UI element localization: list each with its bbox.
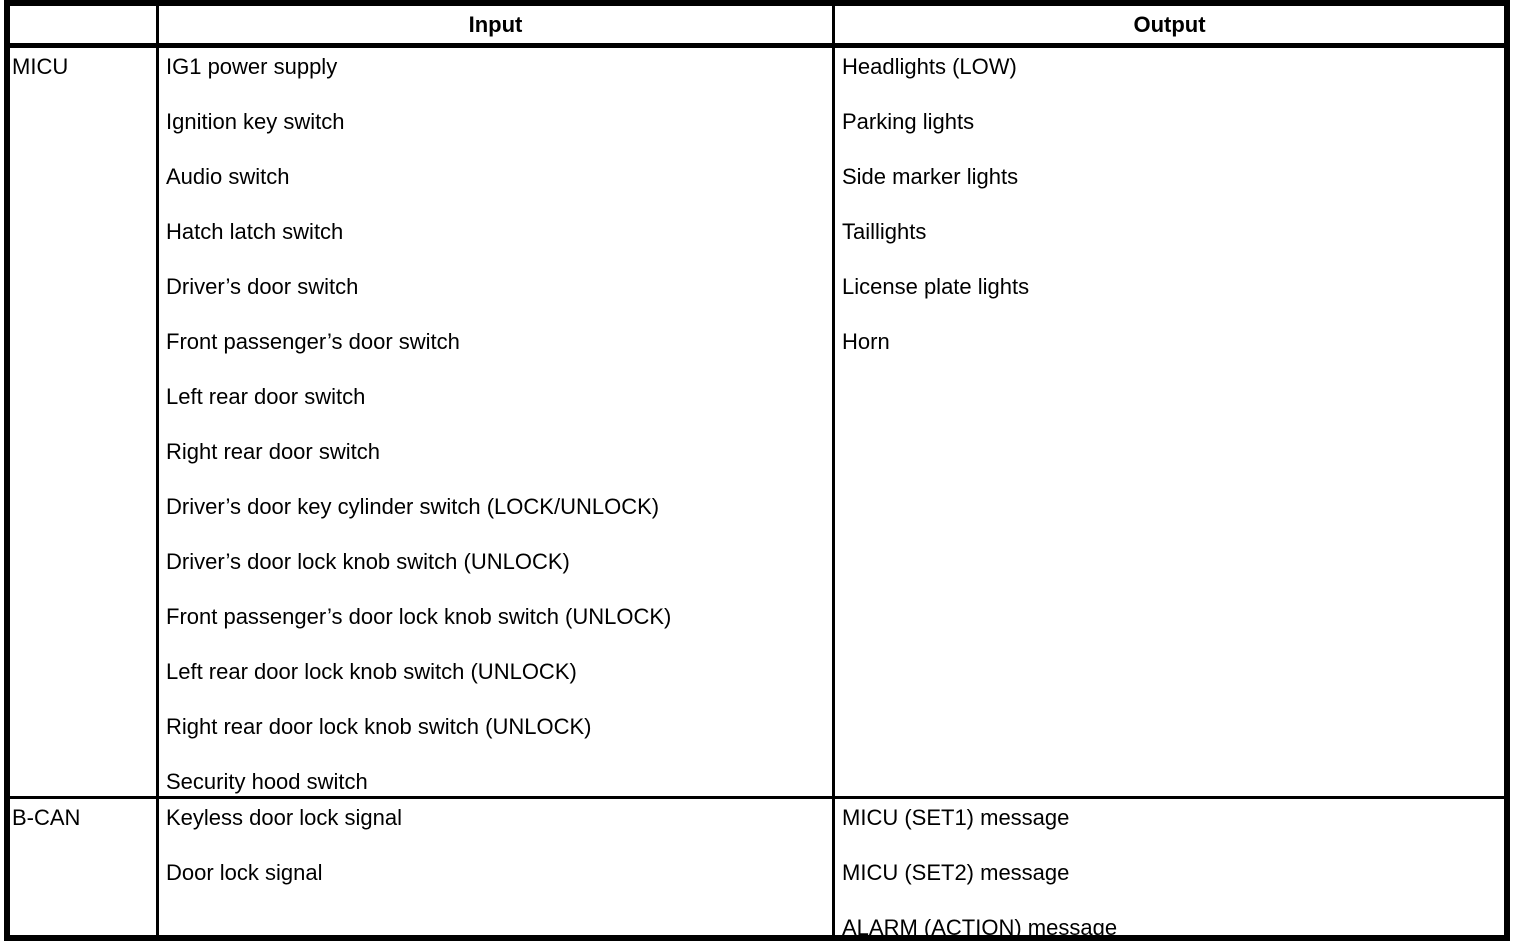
input-item: Left rear door switch	[166, 384, 366, 409]
input-item: Right rear door switch	[166, 439, 380, 464]
input-item: Ignition key switch	[166, 109, 345, 134]
input-item: Hatch latch switch	[166, 219, 344, 244]
input-item: Driver’s door key cylinder switch (LOCK/…	[166, 494, 660, 519]
input-item: Right rear door lock knob switch (UNLOCK…	[166, 714, 592, 739]
output-item: ALARM (ACTION) message	[842, 915, 1118, 940]
cell-system-name: MICU	[10, 48, 156, 796]
input-item: Left rear door lock knob switch (UNLOCK)	[166, 659, 577, 684]
input-item: Door lock signal	[166, 860, 323, 885]
input-item: Security hood switch	[166, 769, 368, 794]
table-row: MICU IG1 power supply Ignition key switc…	[10, 48, 1504, 799]
output-item: License plate lights	[842, 274, 1030, 299]
cell-outputs: MICU (SET1) message MICU (SET2) message …	[832, 799, 1504, 940]
cell-inputs: IG1 power supply Ignition key switch Aud…	[156, 48, 832, 796]
input-item: Keyless door lock signal	[166, 805, 403, 830]
output-item: MICU (SET1) message	[842, 805, 1070, 830]
output-item: Horn	[842, 329, 890, 354]
system-label: B-CAN	[12, 805, 81, 830]
input-item: Front passenger’s door lock knob switch …	[166, 604, 672, 629]
system-label: MICU	[12, 54, 69, 79]
output-item: Parking lights	[842, 109, 975, 134]
output-item: Taillights	[842, 219, 927, 244]
header-cell-input: Input	[156, 6, 832, 43]
cell-system-name: B-CAN	[10, 799, 156, 935]
output-item: Headlights (LOW)	[842, 54, 1017, 79]
input-item: Front passenger’s door switch	[166, 329, 460, 354]
header-cell-system	[10, 6, 156, 43]
input-item: Driver’s door lock knob switch (UNLOCK)	[166, 549, 570, 574]
cell-outputs: Headlights (LOW) Parking lights Side mar…	[832, 48, 1504, 796]
table-row: B-CAN Keyless door lock signal Door lock…	[10, 799, 1504, 940]
table-grid: Input Output MICU IG1 power supply Ignit…	[10, 6, 1504, 940]
cell-inputs: Keyless door lock signal Door lock signa…	[156, 799, 832, 935]
input-item: IG1 power supply	[166, 54, 338, 79]
input-item: Audio switch	[166, 164, 290, 189]
output-item: Side marker lights	[842, 164, 1019, 189]
output-item: MICU (SET2) message	[842, 860, 1070, 885]
input-item: Driver’s door switch	[166, 274, 359, 299]
input-output-table: Input Output MICU IG1 power supply Ignit…	[4, 0, 1510, 941]
header-cell-output: Output	[832, 6, 1504, 43]
table-header-row: Input Output	[10, 6, 1504, 48]
